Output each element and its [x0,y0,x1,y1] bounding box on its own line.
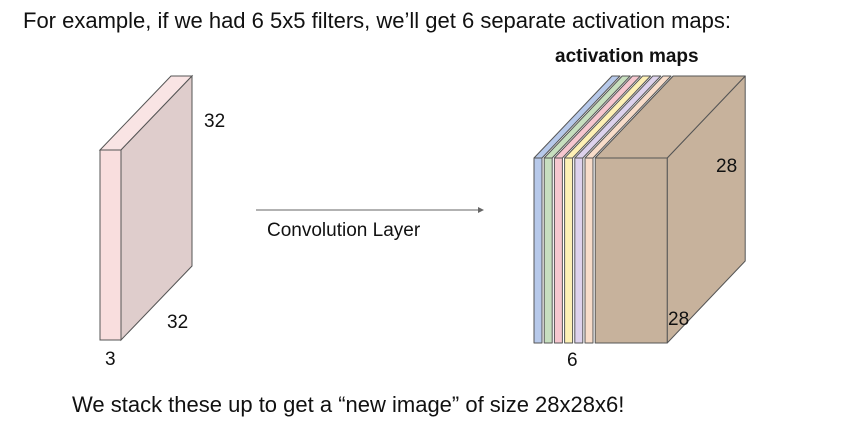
convolution-layer-label: Convolution Layer [267,220,421,241]
activation-map-front-edge [584,157,594,344]
activation-map-layer [594,75,746,344]
heading: For example, if we had 6 5x5 filters, we… [23,8,732,33]
activation-map-layer [543,75,631,344]
activation-map-layer [584,75,672,344]
activation-maps-title: activation maps [555,46,699,67]
input-height-label: 32 [204,111,226,132]
input-volume [98,74,194,342]
activation-map-layer [564,75,652,344]
input-width-label: 32 [167,312,189,333]
activation-map-front-edge [543,157,553,344]
activation-map-front-edge [553,157,563,344]
activation-map-layer [533,75,621,344]
output-depth-label: 6 [567,350,578,371]
activation-map-front-edge [564,157,574,344]
activation-map-layer [553,75,641,344]
convolution-arrow [256,207,484,213]
activation-map-front-face [594,157,668,344]
activation-map-layer [574,75,662,344]
activation-map-top-face [594,75,746,159]
activation-map-stack [533,75,746,344]
caption: We stack these up to get a “new image” o… [72,392,625,417]
activation-map-front-edge [574,157,584,344]
input-depth-label: 3 [105,349,116,370]
input-volume-side-face [120,74,193,342]
output-height-label: 28 [716,156,738,177]
output-width-label: 28 [668,309,690,330]
input-volume-front-face [99,149,122,341]
activation-map-front-edge [533,157,543,344]
